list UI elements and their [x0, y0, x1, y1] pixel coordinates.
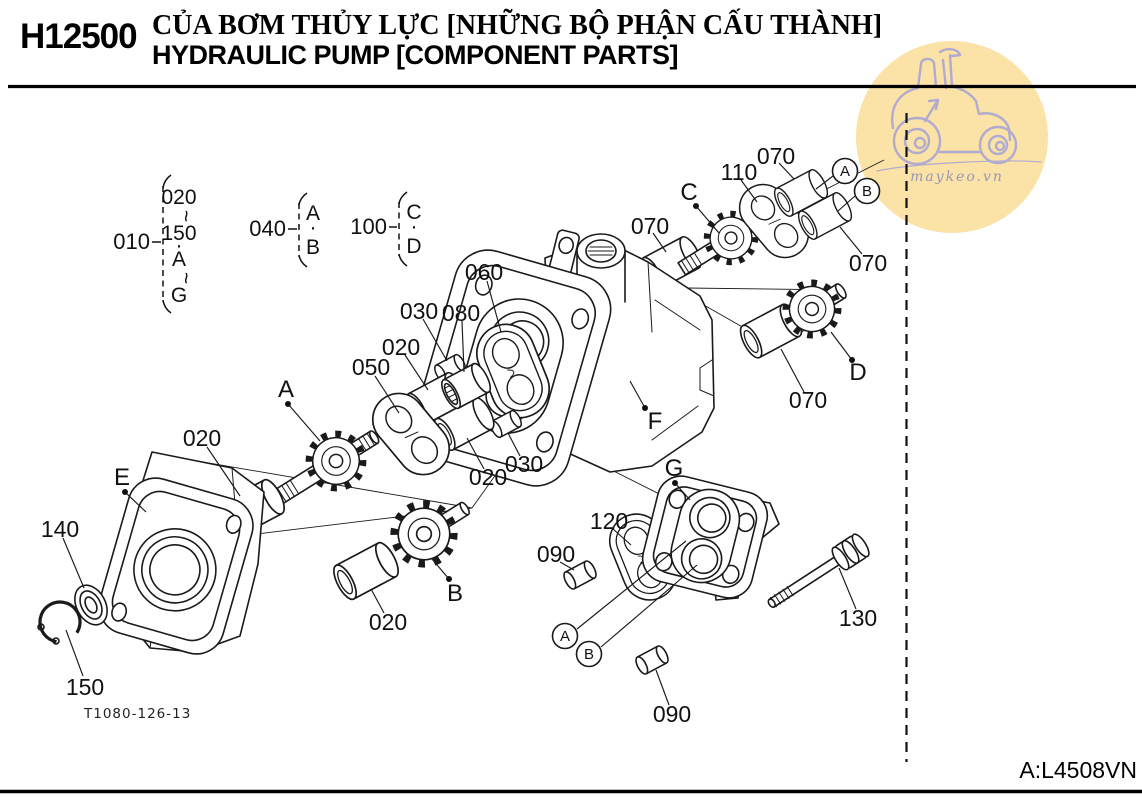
- snap-ring-150: [37, 600, 82, 645]
- callout-ref-g: G: [665, 455, 684, 482]
- watermark-circle: [856, 41, 1048, 233]
- e-cover: [98, 451, 265, 655]
- leader-lines: [62, 162, 863, 706]
- legend-item: D: [406, 235, 421, 258]
- callout-ref-a: A: [278, 376, 294, 403]
- callout-circled-a-bottom: A: [551, 622, 579, 650]
- callout-ref-d: D: [849, 359, 866, 386]
- legend-group-010: 010 020 ~ 150 · A ~ G: [113, 174, 197, 314]
- callout-070-b: 070: [849, 250, 887, 276]
- callout-110: 110: [721, 159, 758, 185]
- shaft-a: [269, 413, 380, 507]
- callout-080: 080: [442, 300, 480, 326]
- page-reference: A:L4508VN: [1019, 757, 1137, 783]
- svg-text:B: B: [862, 183, 872, 200]
- callout-070-d: 070: [789, 387, 827, 413]
- svg-text:A: A: [560, 628, 570, 645]
- page-title-en: HYDRAULIC PUMP [COMPONENT PARTS]: [152, 40, 678, 70]
- callout-ref-f: F: [648, 408, 663, 435]
- svg-text:A: A: [840, 163, 850, 180]
- header: H12500 CỦA BƠM THỦY LỰC [NHỮNG BỘ PHẬN C…: [8, 9, 1136, 89]
- callout-070-c-bushing: 070: [631, 213, 669, 239]
- legend-item: ·: [310, 216, 317, 239]
- drawing-number: T1080-126-13: [83, 706, 191, 722]
- callout-circled-b-bottom: B: [575, 640, 603, 668]
- watermark-text: maykeo.vn: [910, 169, 1004, 185]
- callout-120: 120: [590, 508, 628, 534]
- page-code: H12500: [20, 17, 137, 56]
- gear-b-group: [383, 482, 471, 574]
- svg-text:B: B: [584, 646, 594, 663]
- g-flange: [641, 475, 769, 599]
- legend-group-040: 040 A · B: [249, 192, 320, 268]
- callout-140: 140: [41, 516, 79, 542]
- legend-label: 100: [350, 214, 387, 239]
- gear-d-group: [777, 267, 858, 344]
- callout-020-mid2: 020: [469, 464, 507, 490]
- legend-label: 040: [249, 216, 286, 241]
- callout-circled-a-top: A: [831, 157, 859, 185]
- callout-070-a: 070: [757, 143, 795, 169]
- pin-090-2: [632, 643, 672, 677]
- legend-group-100: 100 C · D: [350, 191, 422, 267]
- callout-ref-e: E: [114, 464, 130, 491]
- watermark: maykeo.vn: [856, 41, 1048, 233]
- g-cover: [641, 475, 780, 601]
- callout-020-b: 020: [369, 609, 407, 635]
- callout-020-e: 020: [183, 425, 221, 451]
- legend-label: 010: [113, 229, 150, 254]
- legend-item: 150: [161, 222, 196, 245]
- needle-bearing-080: [440, 362, 492, 410]
- callout-130: 130: [839, 605, 877, 631]
- legend-item: C: [406, 201, 421, 224]
- callout-050: 050: [352, 354, 390, 380]
- legend-item: A: [172, 248, 186, 271]
- e-flange: [98, 477, 254, 655]
- callout-060: 060: [465, 259, 503, 285]
- footer: T1080-126-13 A:L4508VN: [0, 706, 1142, 794]
- legend-item: ·: [176, 234, 183, 257]
- legend-item: ~: [174, 210, 197, 222]
- legend-item: B: [306, 236, 320, 259]
- callout-ref-c: C: [680, 179, 697, 206]
- callout-circled-b-top: B: [853, 177, 881, 205]
- page-title-vi: CỦA BƠM THỦY LỰC [NHỮNG BỘ PHẬN CẤU THÀN…: [152, 9, 882, 41]
- callout-030-2: 030: [505, 451, 543, 477]
- callout-020-mid: 020: [382, 334, 420, 360]
- bushing-020-b: [328, 538, 404, 604]
- callout-030-1: 030: [400, 298, 438, 324]
- legend-item: 020: [161, 186, 196, 209]
- legend-item: A: [306, 202, 320, 225]
- callout-150: 150: [66, 674, 104, 700]
- callout-090-1: 090: [537, 541, 575, 567]
- callout-labels: 070 C 110 070 A B 070 060 030 080 020 05…: [41, 143, 887, 727]
- legend-item: G: [171, 284, 187, 307]
- callout-090-2: 090: [653, 701, 691, 727]
- legend-item: ~: [174, 272, 197, 284]
- legend-item: ·: [411, 215, 418, 238]
- bolt-130: [767, 533, 870, 609]
- callout-ref-b: B: [447, 580, 463, 607]
